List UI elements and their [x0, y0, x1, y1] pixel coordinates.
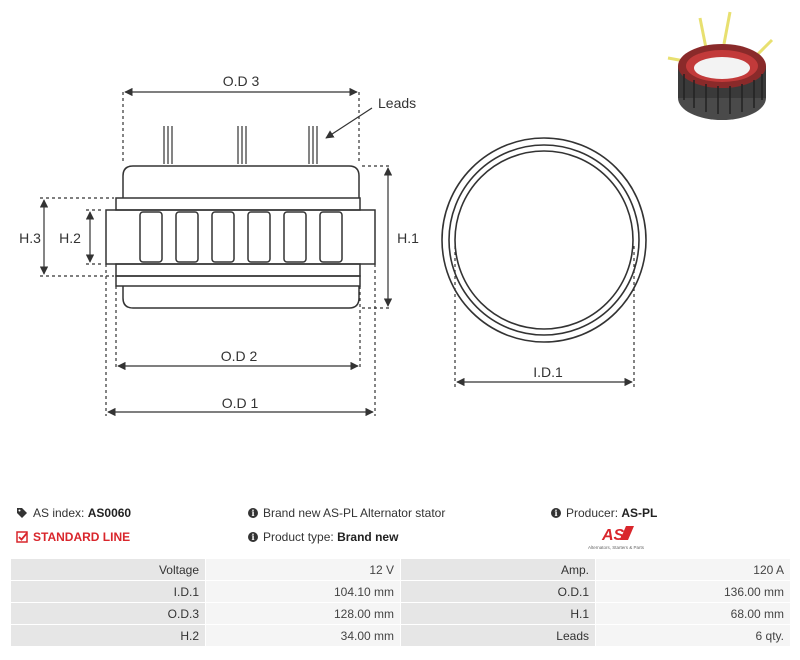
h1-label: H.1 [397, 230, 419, 246]
logo-text: AS [601, 527, 625, 544]
as-pl-logo: AS Alternators, Starters & Parts [588, 526, 645, 550]
spec-table: Voltage 12 V Amp. 120 A I.D.1 104.10 mm … [10, 558, 791, 647]
checkbox-icon [16, 531, 28, 543]
producer-label: Producer: [566, 506, 619, 520]
id1-label: I.D.1 [533, 364, 563, 380]
stator-side-view [105, 126, 376, 309]
description: i Brand new AS-PL Alternator stator [248, 506, 445, 520]
od1-label: O.D 1 [222, 395, 259, 411]
spec-key: H.2 [11, 625, 205, 646]
spec-key: I.D.1 [11, 581, 205, 602]
spec-key: Voltage [11, 559, 205, 580]
table-row: I.D.1 104.10 mm O.D.1 136.00 mm [11, 581, 790, 602]
spec-value: 104.10 mm [206, 581, 400, 602]
table-row: H.2 34.00 mm Leads 6 qty. [11, 625, 790, 646]
product-line: STANDARD LINE [16, 530, 130, 544]
spec-value: 128.00 mm [206, 603, 400, 624]
dimension-lines [39, 87, 635, 417]
spec-value: 120 A [596, 559, 790, 580]
spec-key: O.D.1 [401, 581, 595, 602]
table-row: Voltage 12 V Amp. 120 A [11, 559, 790, 580]
info-icon: i [248, 532, 258, 542]
product-line-label: STANDARD LINE [33, 530, 131, 544]
as-index-label: AS index: [33, 506, 85, 520]
stator-slots [139, 211, 343, 263]
tag-icon [16, 507, 28, 519]
product-type: i Product type: Brand new [248, 530, 398, 544]
h2-label: H.2 [59, 230, 81, 246]
logo-tagline: Alternators, Starters & Parts [588, 545, 645, 550]
spec-key: Leads [401, 625, 595, 646]
as-index-value: AS0060 [87, 506, 132, 520]
info-icon: i [248, 508, 258, 518]
spec-value: 136.00 mm [596, 581, 790, 602]
product-photo [667, 11, 774, 120]
product-info: AS index: AS0060 STANDARD LINE i Brand n… [0, 500, 800, 560]
stator-top-view [441, 137, 647, 343]
description-text: Brand new AS-PL Alternator stator [263, 506, 446, 520]
as-index: AS index: AS0060 [16, 506, 131, 520]
spec-key: H.1 [401, 603, 595, 624]
spec-value: 6 qty. [596, 625, 790, 646]
leads-label: Leads [378, 95, 416, 111]
spec-value: 34.00 mm [206, 625, 400, 646]
product-type-label: Product type: [263, 530, 334, 544]
lead-wires [163, 126, 318, 164]
product-type-value: Brand new [337, 530, 399, 544]
info-icon: i [551, 508, 561, 518]
od3-label: O.D 3 [223, 73, 260, 89]
table-row: O.D.3 128.00 mm H.1 68.00 mm [11, 603, 790, 624]
od2-label: O.D 2 [221, 348, 258, 364]
h3-label: H.3 [19, 230, 41, 246]
spec-key: O.D.3 [11, 603, 205, 624]
spec-key: Amp. [401, 559, 595, 580]
spec-value: 68.00 mm [596, 603, 790, 624]
spec-value: 12 V [206, 559, 400, 580]
producer: i Producer: AS-PL [551, 506, 657, 520]
producer-value: AS-PL [621, 506, 658, 520]
stator-diagram: O.D 3 Leads O.D 2 O.D 1 H.3 H.2 H.1 I.D.… [19, 11, 774, 417]
